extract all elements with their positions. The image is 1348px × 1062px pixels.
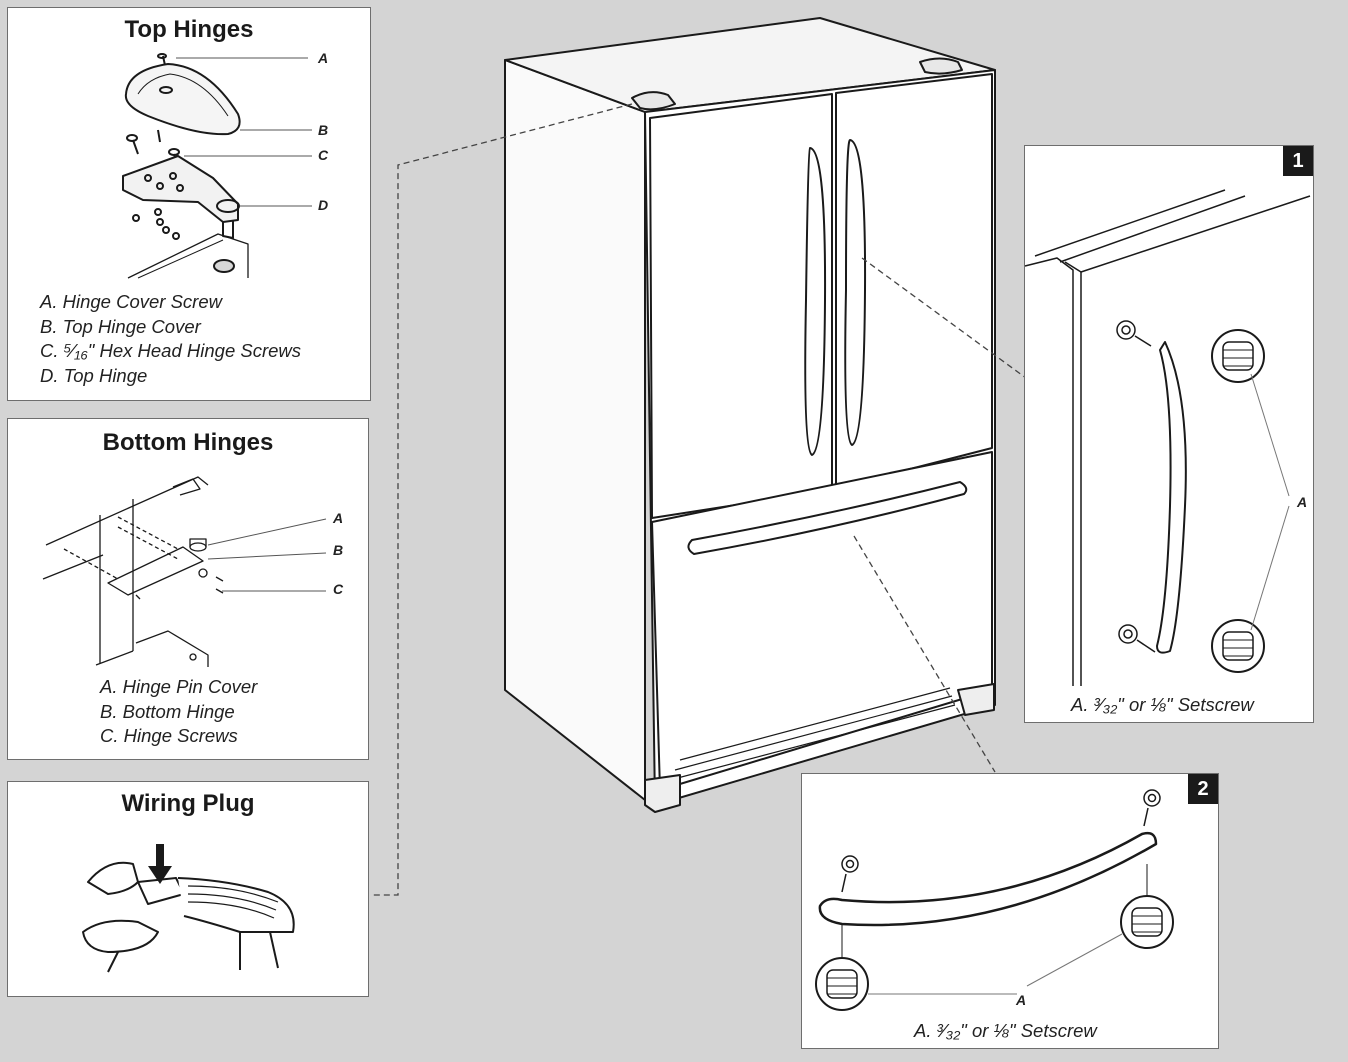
top-hinges-callout-b: B [318, 122, 329, 138]
top-hinges-callout-c: C [318, 147, 329, 163]
top-hinges-callout-a: A [318, 50, 329, 66]
bottom-hinge-drawing [42, 476, 327, 667]
legend-item: B. Top Hinge Cover [40, 315, 201, 337]
legend-item: B. Bottom Hinge [100, 700, 235, 722]
bottom-hinges-legend: A. Hinge Pin Cover B. Bottom Hinge C. Hi… [100, 675, 257, 749]
top-hinges-callout-d: D [318, 197, 329, 213]
step2-handle-drawing [815, 789, 1174, 1011]
top-hinges-title: Top Hinges [124, 16, 254, 43]
step1-caption: A. ³⁄₃₂" or ⅛" Setscrew [1071, 694, 1254, 715]
bottom-hinges-title: Bottom Hinges [102, 429, 274, 456]
top-hinges-panel: Top Hinges [7, 7, 371, 401]
step2-panel: 2 A A. ³⁄₃₂" or ⅛" Setscrew [801, 773, 1219, 1049]
legend-item: D. Top Hinge [40, 364, 148, 386]
bottom-hinges-callout-b: B [333, 542, 344, 558]
bottom-hinges-panel: Bottom Hinges A B C A [7, 418, 369, 760]
bottom-hinges-callout-c: C [333, 581, 344, 597]
step1-handle-drawing [1024, 189, 1311, 686]
legend-item: C. ⁵⁄₁₆" Hex Head Hinge Screws [40, 340, 302, 361]
step2-badge: 2 [1188, 774, 1218, 804]
step1-callout-a: A [1297, 494, 1308, 510]
top-hinge-drawing [122, 53, 312, 279]
step2-caption: A. ³⁄₃₂" or ⅛" Setscrew [914, 1020, 1097, 1041]
step2-callout-a: A [1016, 992, 1027, 1008]
wiring-plug-drawing [82, 844, 295, 973]
legend-item: A. Hinge Cover Screw [40, 291, 222, 312]
wiring-plug-title: Wiring Plug [121, 790, 255, 817]
legend-item: A. Hinge Pin Cover [100, 676, 258, 697]
top-hinges-legend: A. Hinge Cover Screw B. Top Hinge Cover … [40, 290, 301, 388]
legend-item: C. Hinge Screws [100, 725, 238, 746]
wiring-plug-panel: Wiring Plug [7, 781, 369, 997]
bottom-hinges-callout-a: A [333, 510, 344, 526]
step1-panel: 1 A [1024, 145, 1314, 723]
step1-badge: 1 [1283, 146, 1313, 176]
